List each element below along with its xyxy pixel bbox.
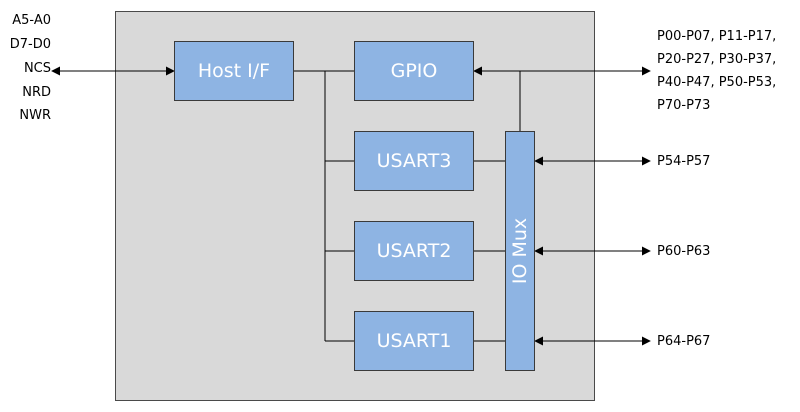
host-signal-label: D7-D0 (9, 37, 51, 52)
host-signal-label: NRD (22, 85, 51, 100)
gpio-port-label: P00-P07, P11-P17, (657, 29, 777, 44)
io-mux-label: IO Mux (509, 217, 531, 285)
io-mux-block: IO Mux (505, 131, 535, 371)
host-signal-label: NWR (19, 108, 51, 123)
gpio-port-label: P70-P73 (657, 98, 711, 113)
gpio-label: GPIO (390, 60, 438, 82)
usart3-label: USART3 (376, 150, 452, 172)
host-signal-label: A5-A0 (12, 13, 51, 28)
host-signal-label: NCS (23, 61, 51, 76)
host-if-label: Host I/F (197, 60, 271, 82)
usart2-port-label: P60-P63 (657, 244, 711, 259)
usart1-label: USART1 (376, 330, 452, 352)
gpio-port-label: P40-P47, P50-P53, (657, 75, 777, 90)
usart2-block: USART2 (354, 221, 474, 281)
usart3-port-label: P54-P57 (657, 154, 711, 169)
usart1-port-label: P64-P67 (657, 334, 711, 349)
usart2-label: USART2 (376, 240, 452, 262)
host-if-block: Host I/F (174, 41, 294, 101)
usart3-block: USART3 (354, 131, 474, 191)
gpio-port-label: P20-P27, P30-P37, (657, 52, 777, 67)
usart1-block: USART1 (354, 311, 474, 371)
gpio-block: GPIO (354, 41, 474, 101)
